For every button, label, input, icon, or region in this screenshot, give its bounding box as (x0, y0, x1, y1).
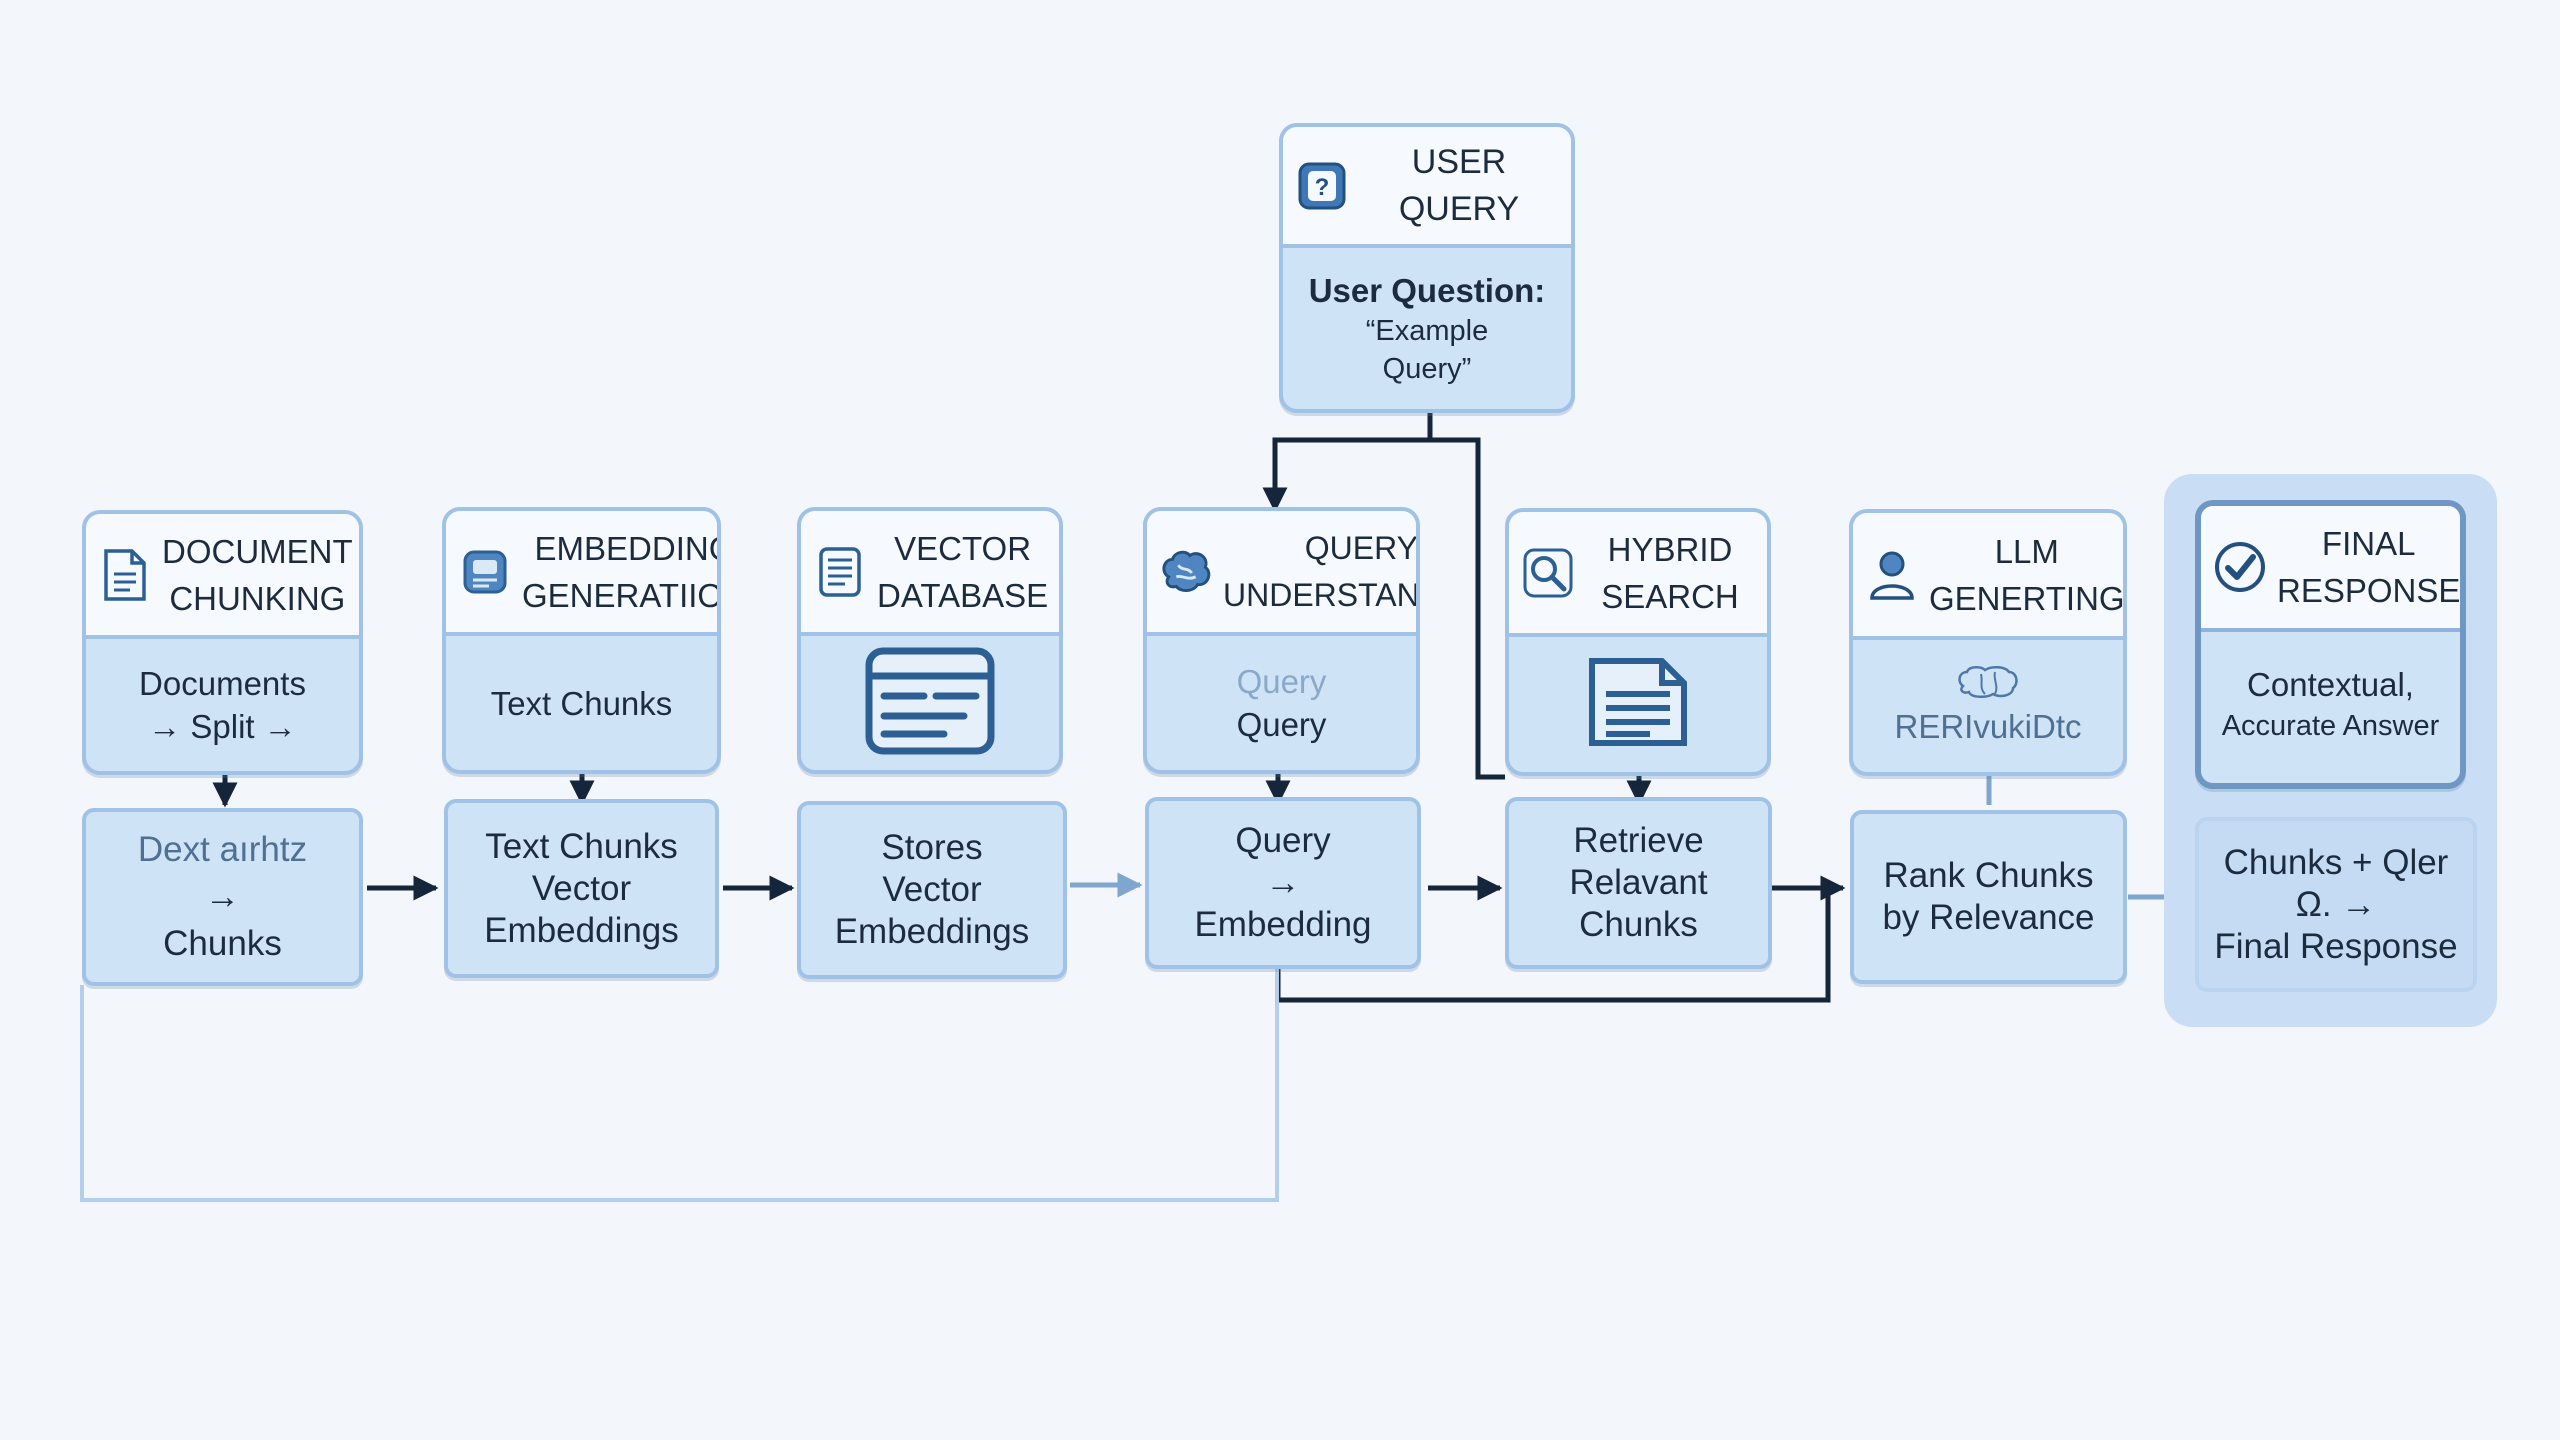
detail-4-line-2: → (1265, 863, 1301, 902)
stage-3-title-2: DATABASE (877, 576, 1049, 614)
detail-box-stores-embeddings[interactable]: Stores Vector Embeddings (797, 801, 1067, 979)
svg-text:?: ? (1315, 174, 1330, 201)
stage-card-hybrid-search[interactable]: HYBRID SEARCH (1505, 508, 1771, 776)
detail-3-line-2: Vector (882, 870, 982, 909)
detail-6-line-2: by Relevance (1882, 898, 2095, 937)
detail-box-final-response[interactable]: Chunks + Qler Ω. → Final Response (2195, 817, 2477, 992)
stage-card-llm-generating[interactable]: LLM GENERTING RERIvukiDtc (1849, 509, 2127, 776)
stage-2-title-1: EMBEDDING (534, 529, 721, 567)
detail-3-line-1: Stores (881, 828, 983, 867)
detail-5-line-1: Retrieve (1573, 821, 1704, 860)
user-question-label: User Question: (1308, 272, 1546, 309)
detail-7-line-3: Final Response (2214, 926, 2458, 966)
stage-2-title-2: GENERATIION (522, 576, 721, 614)
stage-7-body-2: Accurate Answer (2221, 710, 2440, 742)
detail-1-line-1: Dext aırhtz (137, 830, 308, 869)
search-icon (1521, 546, 1575, 600)
detail-5-line-2: Relavant (1569, 863, 1708, 902)
stage-4-body-1: Query (1236, 663, 1327, 700)
stage-card-query-understanding[interactable]: QUERY UNDERSTANDING Query Query (1143, 507, 1420, 774)
embedding-icon (458, 545, 512, 599)
detail-2-line-3: Embeddings (484, 910, 679, 950)
stage-6-title-1: LLM (1994, 532, 2059, 570)
detail-6-line-1: Rank Chunks (1883, 856, 2094, 895)
stage-2-body-1: Text Chunks (490, 684, 673, 722)
detail-box-document-chunks[interactable]: Dext aırhtz → Chunks (82, 808, 363, 986)
question-icon: ? (1295, 159, 1349, 213)
user-question-quote-2: Query” (1382, 353, 1472, 385)
detail-3-line-3: Embeddings (834, 912, 1030, 951)
brain-icon (1159, 545, 1213, 599)
stage-4-title-2: UNDERSTANDING (1223, 576, 1420, 613)
stage-1-title-2: CHUNKING (169, 579, 346, 617)
stage-6-title-2: GENERTING (1929, 579, 2125, 617)
detail-box-rank-chunks[interactable]: Rank Chunks by Relevance (1850, 810, 2127, 984)
stage-5-title-2: SEARCH (1601, 577, 1739, 615)
detail-7-line-2: Ω. → (2295, 884, 2377, 924)
user-query-card[interactable]: ? USER QUERY User Question: “Example Que… (1279, 123, 1575, 413)
detail-4-line-1: Query (1235, 821, 1331, 860)
connector-feedback-loop (80, 968, 1279, 1202)
stage-4-body-2: Query (1236, 706, 1327, 743)
stage-card-document-chunking[interactable]: DOCUMENT CHUNKING Documents → Split → (82, 510, 363, 775)
stage-7-body-1: Contextual, (2247, 666, 2414, 703)
connector-userquery-to-search (1430, 437, 1505, 780)
document-icon (98, 548, 152, 602)
detail-box-retrieve-chunks[interactable]: Retrieve Relavant Chunks (1505, 797, 1772, 969)
stage-6-body-1: RERIvukiDtc (1894, 708, 2082, 745)
stage-7-title-2: RESPONSE (2277, 572, 2461, 609)
stage-card-embedding-generation[interactable]: EMBEDDING GENERATIION Text Chunks (442, 507, 721, 774)
stage-5-title-1: HYBRID (1607, 530, 1733, 568)
connector-userquery-split (1262, 412, 1433, 513)
detail-7-line-1: Chunks + Qler (2223, 842, 2449, 882)
brain-outline-icon (1955, 664, 2021, 705)
user-query-title: USER QUERY (1398, 142, 1520, 228)
stage-card-final-response[interactable]: FINAL RESPONSE Contextual, Accurate Answe… (2195, 500, 2466, 789)
stage-7-title-1: FINAL (2321, 525, 2416, 562)
user-icon (1865, 548, 1919, 602)
check-icon (2213, 540, 2267, 594)
stage-1-body-2: → Split → (148, 708, 297, 745)
storage-icon (864, 646, 996, 761)
detail-2-line-2: Vector (531, 868, 632, 908)
database-icon (813, 545, 867, 599)
stage-4-title-1: QUERY (1304, 529, 1418, 566)
stage-1-title-1: DOCUMENT (162, 532, 353, 570)
stage-card-vector-database[interactable]: VECTOR DATABASE (797, 507, 1063, 774)
detail-box-query-embedding[interactable]: Query → Embedding (1145, 797, 1421, 969)
detail-2-line-1: Text Chunks (485, 826, 678, 866)
stage-3-title-1: VECTOR (894, 529, 1032, 567)
results-document-icon (1586, 656, 1690, 753)
detail-5-line-3: Chunks (1579, 905, 1698, 944)
detail-4-line-3: Embedding (1194, 905, 1372, 944)
user-question-quote-1: “Example (1365, 315, 1489, 347)
detail-1-line-3: Chunks (163, 924, 282, 963)
detail-box-vector-embeddings[interactable]: Text Chunks Vector Embeddings (444, 799, 719, 978)
stage-1-body-1: Documents (139, 665, 306, 702)
detail-1-line-2: → (205, 877, 240, 916)
